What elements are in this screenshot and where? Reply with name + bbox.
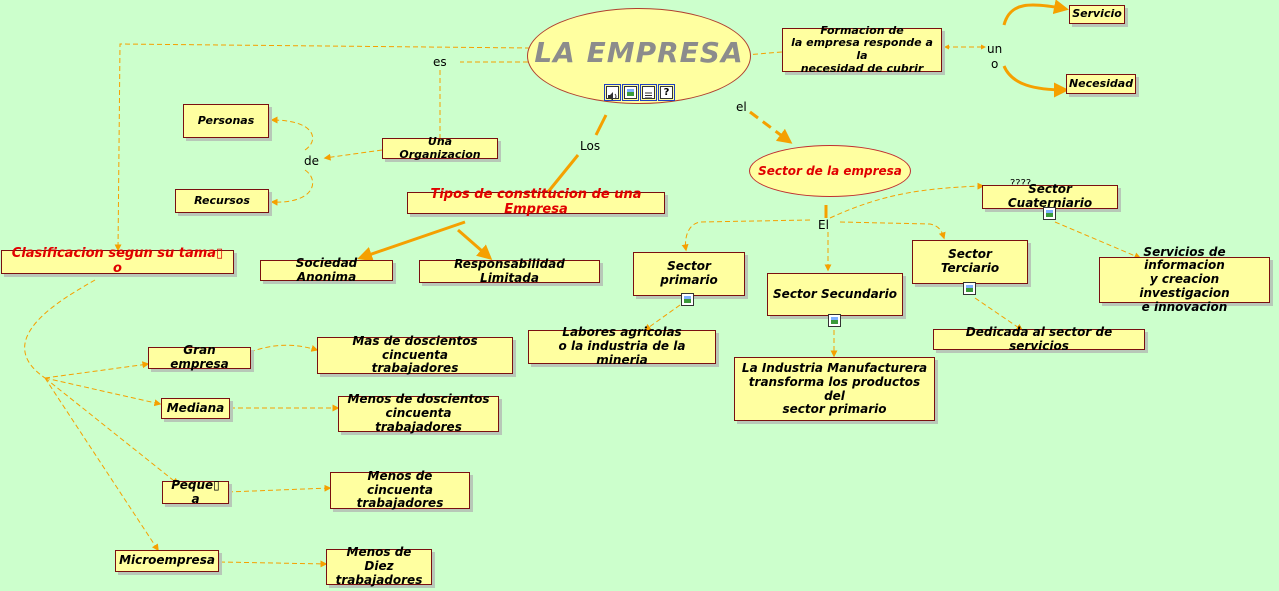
node-responsabilidad-limitada[interactable]: Responsabilidad Limitada (419, 257, 600, 284)
connector-primario-labores (643, 304, 681, 331)
node-sector-empresa[interactable]: Sector de la empresa (749, 145, 911, 197)
connector-el-cuaternario (829, 182, 985, 219)
connector-micro-desc (219, 560, 328, 568)
connector-el-sector (749, 110, 793, 144)
speaker-icon[interactable] (604, 84, 621, 101)
image-icon[interactable] (1043, 207, 1056, 220)
node-necesidad[interactable]: Necesidad (1066, 74, 1136, 94)
image-icon[interactable] (622, 84, 639, 101)
connector-clasificacion-fan (24, 279, 96, 379)
link-label-es: es (433, 55, 447, 69)
connector-fan-mediana (44, 377, 162, 407)
node-manufacturera[interactable]: La Industria Manufacturera transforma lo… (734, 357, 935, 421)
link-label-de: de (304, 154, 319, 168)
connector-un-servicio (1002, 0, 1069, 26)
connector-fan-gran (44, 361, 150, 379)
connector-fan-micro (44, 377, 159, 552)
connector-empresa-formacion (744, 51, 783, 56)
node-clasificacion[interactable]: Clasificacion segun su tama▯ o (1, 246, 234, 276)
node-gran-desc[interactable]: Mas de doscientos cincuenta trabajadores (317, 334, 513, 375)
node-microempresa[interactable]: Microempresa (115, 550, 219, 572)
node-micro-desc[interactable]: Menos de Diez trabajadores (326, 545, 432, 587)
node-formacion[interactable]: Formacion de la empresa responde a la ne… (782, 24, 942, 74)
node-sociedad-anonima[interactable]: Sociedad Anonima (260, 256, 393, 283)
help-icon[interactable]: ? (658, 84, 675, 101)
node-servicios-desc[interactable]: Dedicada al sector de servicios (933, 325, 1145, 352)
connector-de-personas (270, 116, 314, 151)
node-tipos-constitucion[interactable]: Tipos de constitucion de una Empresa (407, 187, 665, 217)
link-label-el-upper: El (818, 218, 829, 232)
sector-empresa-label: Sector de la empresa (758, 164, 902, 178)
node-sector-terciario[interactable]: Sector Terciario (912, 240, 1028, 284)
node-servicio[interactable]: Servicio (1069, 5, 1125, 24)
node-pequena[interactable]: Peque▯ a (162, 478, 229, 505)
link-label-qmarks: ???? (1010, 178, 1032, 189)
node-mediana[interactable]: Mediana (161, 398, 230, 419)
connector-o-necesidad (1002, 65, 1069, 98)
node-mediana-desc[interactable]: Menos de doscientos cincuenta trabajador… (338, 392, 499, 434)
node-cuaternario-desc[interactable]: Servicios de informacion y creacion inve… (1099, 245, 1270, 314)
link-label-los: Los (580, 139, 601, 153)
connector-pequena-desc (227, 484, 332, 493)
connector-tipos-sociedad (357, 220, 466, 262)
node-gran-empresa[interactable]: Gran empresa (148, 343, 251, 371)
image-icon[interactable] (963, 282, 976, 295)
connector-tipos-responsabilidad (457, 228, 493, 260)
link-label-el: el (736, 100, 747, 114)
connector-de-recursos (270, 169, 314, 206)
image-icon[interactable] (828, 314, 841, 327)
node-sector-cuaternario[interactable]: Sector Cuaterniario (982, 182, 1118, 210)
link-label-o: o (991, 57, 999, 71)
connector-el-terciario (839, 221, 946, 240)
main-title: LA EMPRESA (534, 35, 744, 69)
link-label-un: un (987, 42, 1003, 56)
connector-cuaternario-desc (1054, 221, 1142, 260)
connector-el-primario (681, 219, 811, 252)
connector-organizacion-de (323, 149, 383, 161)
node-sector-primario[interactable]: Sector primario (633, 252, 745, 296)
connector-terciario-servicios (974, 297, 1024, 331)
main-concept-la-empresa[interactable]: LA EMPRESA (527, 8, 751, 104)
connector-los-tipos (546, 154, 580, 193)
node-pequena-desc[interactable]: Menos de cincuenta trabajadores (330, 469, 470, 510)
image-icon[interactable] (681, 293, 694, 306)
connector-fan-pequena (44, 377, 180, 485)
node-recursos[interactable]: Recursos (175, 189, 269, 213)
connector-empresa-clasificacion (114, 43, 531, 252)
node-labores[interactable]: Labores agricolas o la industria de la m… (528, 325, 716, 367)
text-icon[interactable] (640, 84, 657, 101)
node-una-organizacion[interactable]: Una Organizacion (382, 135, 498, 160)
node-sector-secundario[interactable]: Sector Secundario (767, 273, 903, 316)
node-personas[interactable]: Personas (183, 104, 269, 138)
connector-gran-desc (249, 344, 319, 353)
connector-empresa-los (594, 114, 608, 136)
